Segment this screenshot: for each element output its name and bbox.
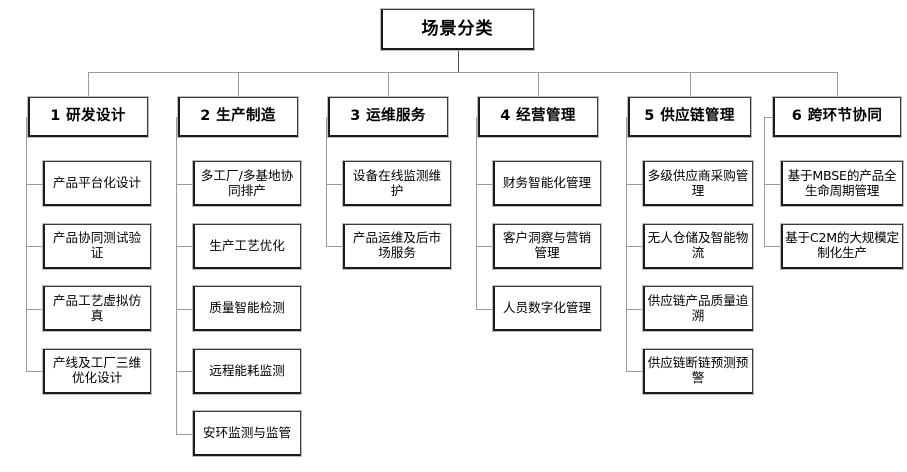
leaf-node-4-2[interactable]: 客户洞察与营销管理: [492, 222, 602, 270]
leaf-node-1-1[interactable]: 产品平台化设计: [42, 160, 152, 207]
category-header-3[interactable]: 3 运维服务: [327, 96, 449, 138]
category-header-5[interactable]: 5 供应链管理: [627, 96, 752, 138]
leaf-stub-6-2: [764, 246, 780, 247]
spine-3: [326, 117, 327, 246]
leaf-node-5-4[interactable]: 供应链断链预测预警: [642, 347, 754, 395]
root-node[interactable]: 场景分类: [380, 8, 535, 51]
leaf-stub-1-4: [26, 371, 42, 372]
leaf-stub-1-3: [26, 308, 42, 310]
leaf-node-6-1[interactable]: 基于MBSE的产品全生命周期管理: [780, 160, 904, 207]
leaf-node-4-1[interactable]: 财务智能化管理: [492, 160, 602, 207]
category-drop-2: [238, 72, 239, 96]
leaf-stub-2-1: [176, 183, 192, 185]
leaf-node-6-2[interactable]: 基于C2M的大规模定制化生产: [780, 222, 904, 270]
leaf-stub-4-2: [476, 246, 492, 247]
leaf-stub-6-1: [764, 183, 780, 185]
leaf-stub-4-1: [476, 183, 492, 185]
leaf-node-2-4[interactable]: 远程能耗监测: [192, 347, 302, 395]
leaf-node-5-3[interactable]: 供应链产品质量追溯: [642, 285, 754, 332]
leaf-stub-4-3: [476, 308, 492, 310]
category-drop-5: [689, 72, 691, 96]
spine-6: [764, 117, 765, 246]
spine-4: [476, 117, 477, 309]
leaf-node-5-1[interactable]: 多级供应商采购管理: [642, 160, 754, 207]
leaf-stub-2-2: [176, 246, 192, 247]
category-drop-6: [837, 72, 838, 96]
category-header-1[interactable]: 1 研发设计: [27, 96, 149, 138]
leaf-node-2-2[interactable]: 生产工艺优化: [192, 222, 302, 270]
leaf-node-2-5[interactable]: 安环监测与监管: [192, 410, 302, 457]
spine-2: [176, 117, 177, 434]
leaf-stub-1-1: [26, 183, 42, 185]
leaf-stub-1-2: [26, 246, 42, 247]
category-drop-3: [388, 72, 389, 96]
spine-1: [26, 117, 27, 371]
leaf-node-3-1[interactable]: 设备在线监测维护: [342, 160, 452, 207]
category-drop-4: [538, 72, 539, 96]
category-header-2[interactable]: 2 生产制造: [177, 96, 299, 138]
leaf-node-1-3[interactable]: 产品工艺虚拟仿真: [42, 285, 152, 332]
leaf-stub-2-4: [176, 371, 192, 372]
category-drop-1: [88, 72, 89, 96]
leaf-stub-2-5: [176, 433, 192, 435]
leaf-node-2-3[interactable]: 质量智能检测: [192, 285, 302, 332]
leaf-node-4-3[interactable]: 人员数字化管理: [492, 285, 602, 332]
root-stem: [457, 51, 459, 72]
leaf-stub-5-4: [626, 371, 642, 372]
leaf-node-1-2[interactable]: 产品协同测试验证: [42, 222, 152, 270]
leaf-stub-2-3: [176, 308, 192, 310]
spine-5: [626, 117, 627, 371]
category-header-6[interactable]: 6 跨环节协同: [772, 96, 902, 138]
leaf-node-3-2[interactable]: 产品运维及后市场服务: [342, 222, 452, 270]
category-header-4[interactable]: 4 经营管理: [477, 96, 599, 138]
leaf-stub-5-1: [626, 183, 642, 185]
leaf-stub-3-1: [326, 183, 342, 185]
spine-tee-6: [764, 117, 772, 118]
leaf-node-2-1[interactable]: 多工厂/多基地协同排产: [192, 160, 302, 207]
leaf-stub-3-2: [326, 246, 342, 247]
root-bus: [88, 72, 837, 73]
leaf-node-5-2[interactable]: 无人仓储及智能物流: [642, 222, 754, 270]
leaf-node-1-4[interactable]: 产线及工厂三维优化设计: [42, 347, 152, 395]
leaf-stub-5-3: [626, 308, 642, 310]
leaf-stub-5-2: [626, 246, 642, 247]
